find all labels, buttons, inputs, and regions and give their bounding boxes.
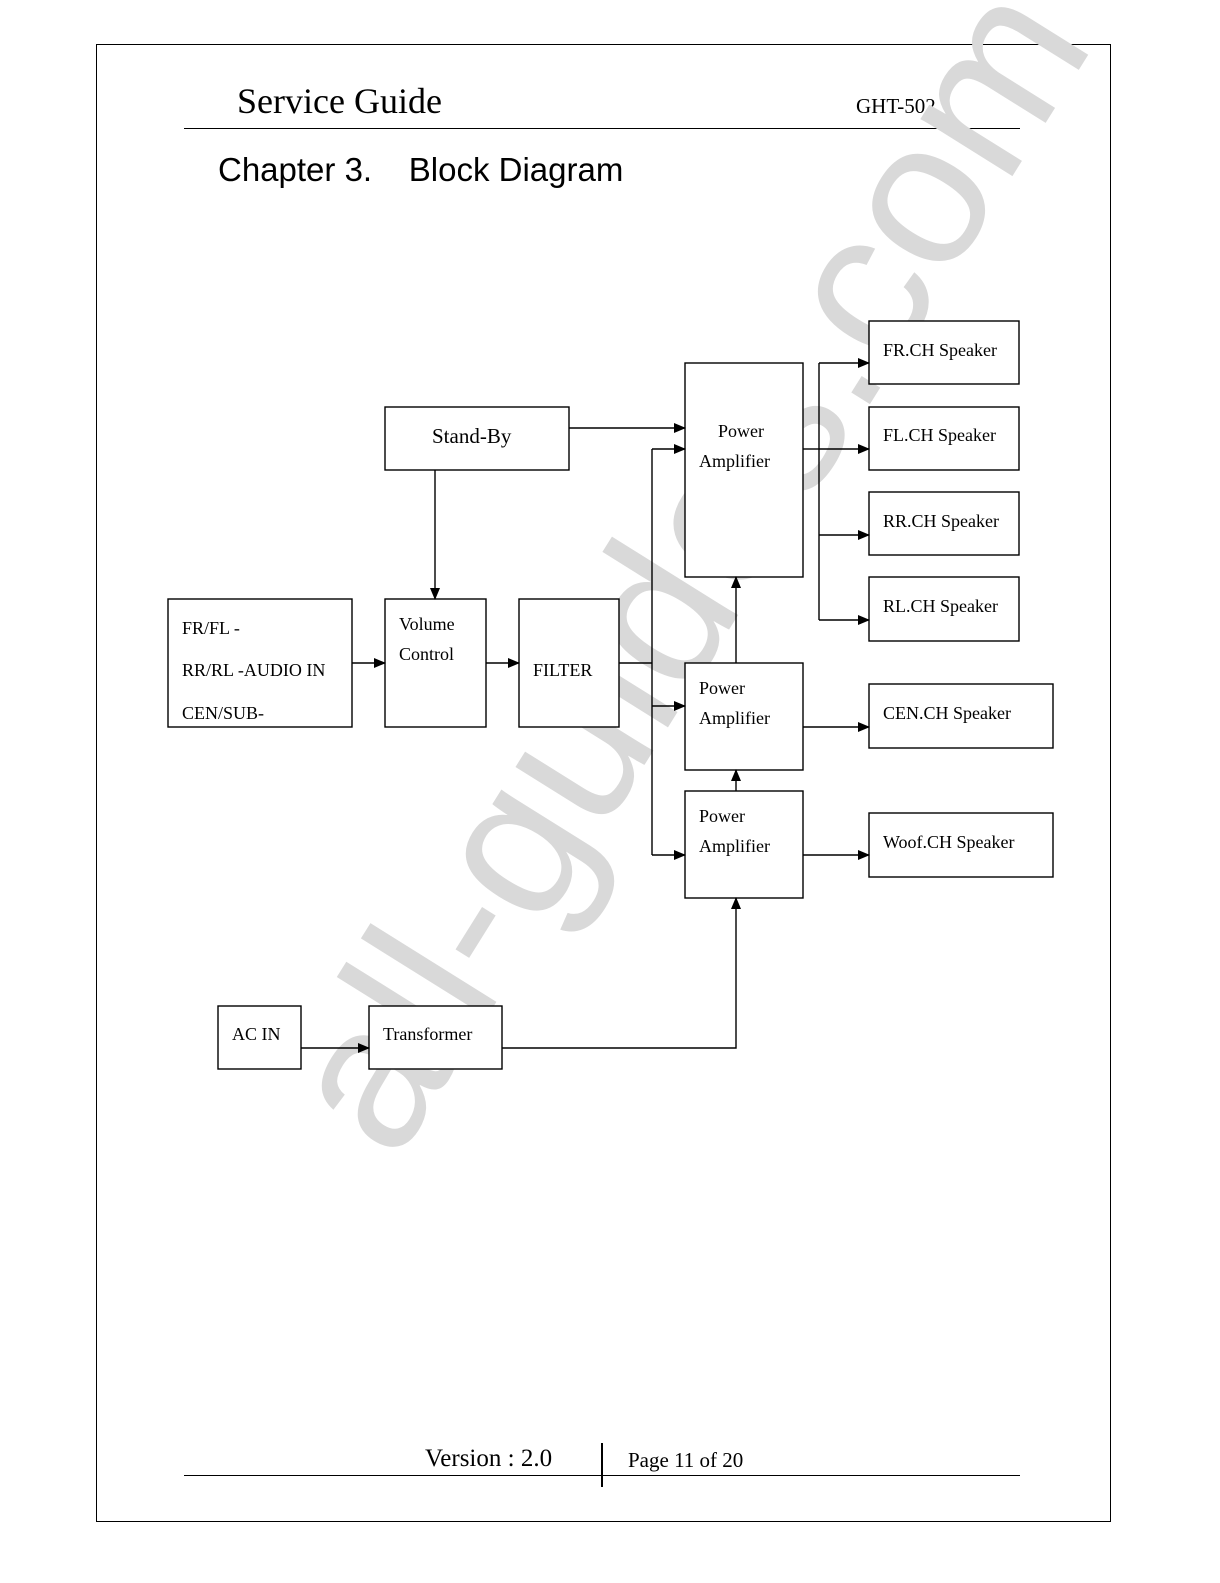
header-model: GHT-502 — [856, 94, 936, 118]
connection-lines — [301, 358, 870, 1053]
filter-label: FILTER — [533, 660, 592, 680]
amp2-label-2: Amplifier — [699, 708, 770, 728]
chapter-title: Chapter 3. Block Diagram — [218, 151, 624, 188]
arrow-transformer-amp — [502, 897, 741, 1049]
woof-speaker-label: Woof.CH Speaker — [883, 832, 1015, 852]
transformer-box: Transformer — [368, 1005, 503, 1070]
rl-speaker-label: RL.CH Speaker — [883, 596, 998, 616]
input-box: FR/FL - RR/RL -AUDIO IN CEN/SUB- — [167, 598, 353, 728]
woof-speaker-box: Woof.CH Speaker — [868, 812, 1054, 878]
header-title: Service Guide — [237, 81, 442, 121]
volume-control-box: Volume Control — [384, 598, 487, 728]
footer-version: Version : 2.0 — [425, 1445, 553, 1472]
ac-in-box: AC IN — [217, 1005, 302, 1070]
rr-speaker-label: RR.CH Speaker — [883, 511, 999, 531]
amp1-label-2: Amplifier — [699, 451, 770, 471]
standby-label: Stand-By — [432, 424, 512, 448]
volume-label-2: Control — [399, 644, 454, 664]
ac-in-label: AC IN — [232, 1024, 281, 1044]
volume-label-1: Volume — [399, 614, 455, 634]
input-label-2: RR/RL -AUDIO IN — [182, 660, 325, 680]
standby-box: Stand-By — [384, 406, 570, 471]
footer-rule — [184, 1475, 1020, 1476]
fl-speaker-box: FL.CH Speaker — [868, 406, 1020, 471]
amp2-label-1: Power — [699, 678, 745, 698]
transformer-label: Transformer — [383, 1024, 472, 1044]
amp3-label-1: Power — [699, 806, 745, 826]
fl-speaker-label: FL.CH Speaker — [883, 425, 996, 445]
fr-speaker-box: FR.CH Speaker — [868, 320, 1020, 385]
footer-divider — [601, 1443, 603, 1487]
page-border — [96, 44, 1111, 1522]
fr-speaker-label: FR.CH Speaker — [883, 340, 997, 360]
cen-speaker-label: CEN.CH Speaker — [883, 703, 1011, 723]
power-amplifier-main: Power Amplifier — [684, 362, 804, 578]
rl-speaker-box: RL.CH Speaker — [868, 576, 1020, 642]
power-amplifier-woofer: Power Amplifier — [684, 790, 804, 899]
amp1-label-1: Power — [718, 421, 764, 441]
input-label-1: FR/FL - — [182, 618, 240, 638]
amp3-label-2: Amplifier — [699, 836, 770, 856]
input-label-3: CEN/SUB- — [182, 703, 264, 723]
header-rule — [184, 128, 1020, 129]
footer-page-number: Page 11 of 20 — [628, 1448, 744, 1472]
power-amplifier-center: Power Amplifier — [684, 662, 804, 771]
cen-speaker-box: CEN.CH Speaker — [868, 683, 1054, 749]
filter-box: FILTER — [518, 598, 620, 728]
rr-speaker-box: RR.CH Speaker — [868, 491, 1020, 556]
